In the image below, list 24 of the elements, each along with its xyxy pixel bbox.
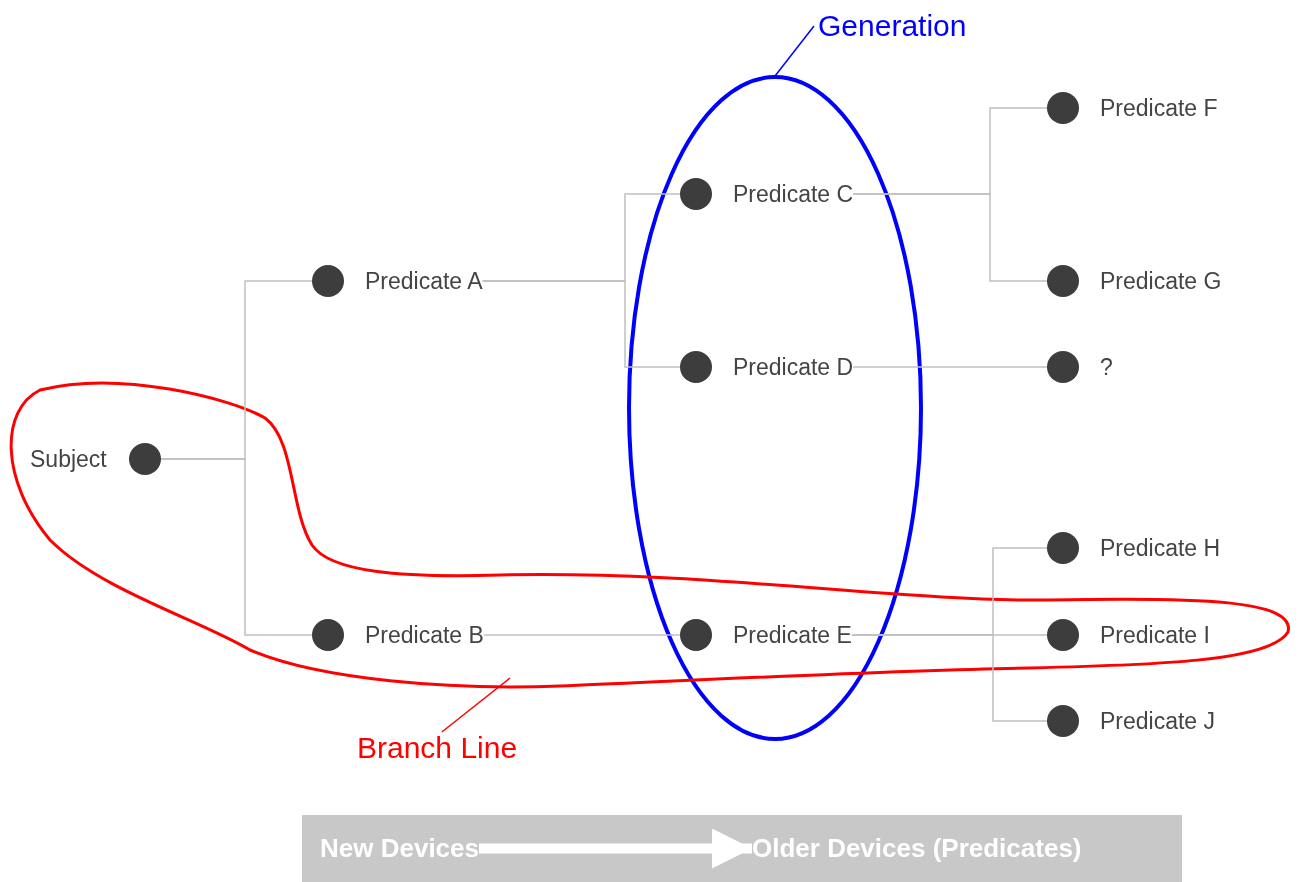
connector-line [851,634,1048,722]
connector-line [852,193,1048,282]
node-label: Predicate E [733,621,852,649]
connector-line [483,634,681,636]
node-label: ? [1100,353,1113,381]
node-label: Predicate J [1100,707,1216,735]
leader-line [441,677,511,733]
node-label: Subject [30,445,107,473]
node-label: Predicate H [1100,534,1221,562]
node-label: Predicate F [1100,94,1218,122]
callout-text: Branch Line [357,728,518,768]
banner-bar [302,815,1182,882]
arrow [479,828,752,869]
connector-line [159,458,313,636]
connector-line [852,366,1048,368]
callout-text: Generation [818,6,967,46]
connector-line [481,280,681,368]
node-label: Predicate G [1100,267,1222,295]
leader-line [774,25,815,77]
node-label: Predicate I [1100,621,1210,649]
node-label: Predicate D [733,353,854,381]
node-label: Predicate B [365,621,484,649]
node-label: Predicate A [365,267,483,295]
node-label: Predicate C [733,180,854,208]
